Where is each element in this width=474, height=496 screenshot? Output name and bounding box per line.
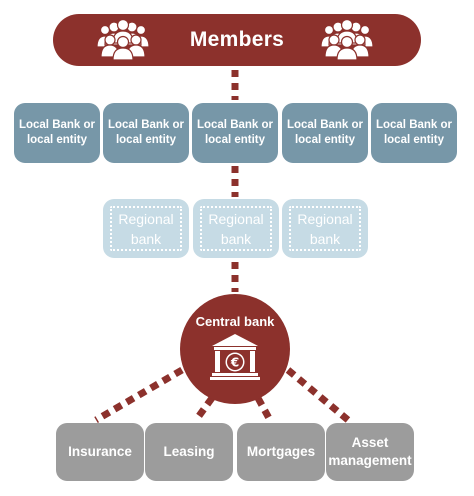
regional-bank-box: Regional bank — [193, 199, 279, 258]
euro-symbol: € — [230, 356, 239, 370]
local-bank-box: Local Bank or local entity — [14, 103, 100, 163]
regional-bank-label: Regional bank — [200, 206, 272, 251]
local-bank-box: Local Bank or local entity — [282, 103, 368, 163]
local-bank-box: Local Bank or local entity — [103, 103, 189, 163]
regional-bank-box: Regional bank — [103, 199, 189, 258]
regional-bank-label: Regional bank — [289, 206, 361, 251]
connector-central-to-mortgages — [254, 396, 274, 422]
connector-central-to-leasing — [193, 395, 215, 423]
regional-bank-label: Regional bank — [110, 206, 182, 251]
group-of-people-icon — [320, 19, 374, 61]
local-bank-box: Local Bank or local entity — [371, 103, 457, 163]
central-bank-label: Central bank — [195, 314, 275, 329]
local-bank-box: Local Bank or local entity — [192, 103, 278, 163]
central-bank-circle: Central bank € — [180, 294, 290, 404]
connector-central-to-insurance — [94, 366, 184, 424]
service-box-leasing: Leasing — [145, 423, 233, 481]
members-label: Members — [189, 28, 285, 51]
service-box-insurance: Insurance — [56, 423, 144, 481]
service-box-mortgages: Mortgages — [237, 423, 325, 481]
connector-central-to-asset-management — [285, 367, 351, 423]
members-bar: Members — [53, 14, 421, 66]
service-box-asset-management: Asset management — [326, 423, 414, 481]
bank-building-euro-icon: € — [210, 334, 260, 380]
local-banks-row: Local Bank or local entity Local Bank or… — [0, 103, 474, 165]
regional-bank-box: Regional bank — [282, 199, 368, 258]
group-of-people-icon — [96, 19, 150, 61]
regional-banks-row: Regional bank Regional bank Regional ban… — [0, 199, 474, 261]
